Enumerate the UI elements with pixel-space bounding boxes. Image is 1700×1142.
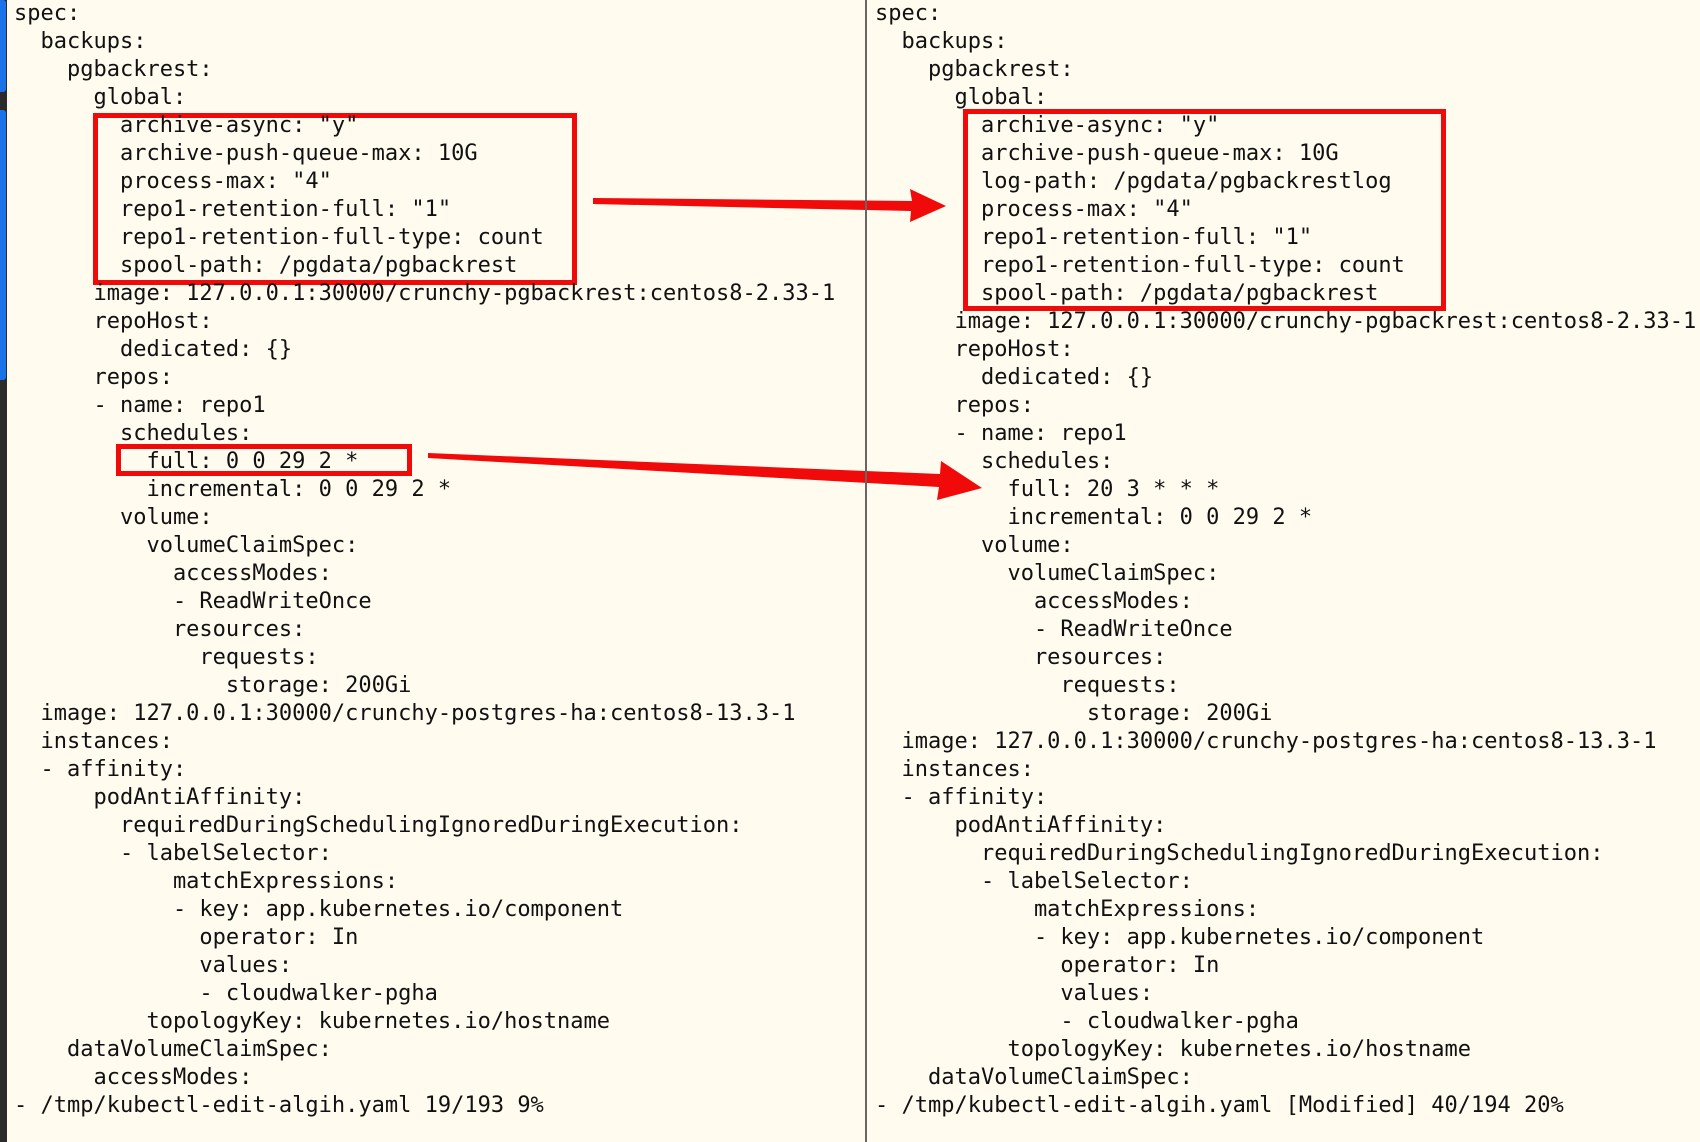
code-line: full: 20 3 * * * [875, 477, 1220, 502]
code-line: resources: [875, 645, 1167, 670]
code-line: topologyKey: kubernetes.io/hostname [14, 1009, 611, 1034]
annotation-box-right-global [963, 109, 1446, 311]
code-line: archive-async: "y" [875, 113, 1220, 138]
window-edge-strip [0, 0, 7, 1142]
code-line: - key: app.kubernetes.io/component [875, 925, 1485, 950]
code-line: spool-path: /pgdata/pgbackrest [14, 253, 518, 278]
arrow-global [593, 189, 946, 222]
code-line: backups: [875, 29, 1008, 54]
code-line: requests: [14, 645, 319, 670]
code-line: topologyKey: kubernetes.io/hostname [875, 1037, 1472, 1062]
code-line: - cloudwalker-pgha [14, 981, 438, 1006]
code-line: spec: [875, 1, 942, 26]
code-line: storage: 200Gi [14, 673, 412, 698]
code-line: values: [14, 953, 293, 978]
code-line: - labelSelector: [14, 841, 332, 866]
code-line: podAntiAffinity: [14, 785, 306, 810]
code-line: volumeClaimSpec: [875, 561, 1220, 586]
code-line: accessModes: [14, 1065, 253, 1090]
code-line: repo1-retention-full-type: count [875, 253, 1405, 278]
code-line: repo1-retention-full: "1" [14, 197, 452, 222]
code-line: - affinity: [875, 785, 1048, 810]
code-line: full: 0 0 29 2 * [14, 449, 359, 474]
code-line: resources: [14, 617, 306, 642]
code-line: spool-path: /pgdata/pgbackrest [875, 281, 1379, 306]
code-line: dataVolumeClaimSpec: [14, 1037, 332, 1062]
code-line: schedules: [14, 421, 253, 446]
code-line: repo1-retention-full: "1" [875, 225, 1313, 250]
code-line: volume: [14, 505, 213, 530]
annotation-box-left-full-schedule [116, 444, 412, 476]
code-line: dedicated: {} [875, 365, 1154, 390]
code-line: instances: [14, 729, 173, 754]
code-line: image: 127.0.0.1:30000/crunchy-pgbackres… [14, 281, 836, 306]
code-line: storage: 200Gi [875, 701, 1273, 726]
pager-status-line: - /tmp/kubectl-edit-algih.yaml 19/193 9% [14, 1093, 544, 1118]
code-line: incremental: 0 0 29 2 * [875, 505, 1313, 530]
code-line: archive-push-queue-max: 10G [14, 141, 478, 166]
code-line: podAntiAffinity: [875, 813, 1167, 838]
code-line: - labelSelector: [875, 869, 1193, 894]
code-line: - key: app.kubernetes.io/component [14, 897, 624, 922]
code-line: repoHost: [14, 309, 213, 334]
code-line: accessModes: [14, 561, 332, 586]
code-line: accessModes: [875, 589, 1193, 614]
code-line: dedicated: {} [14, 337, 293, 362]
code-line: archive-push-queue-max: 10G [875, 141, 1339, 166]
code-line: operator: In [875, 953, 1220, 978]
code-line: process-max: "4" [875, 197, 1193, 222]
code-line: instances: [875, 757, 1034, 782]
code-line: - name: repo1 [14, 393, 266, 418]
code-line: matchExpressions: [14, 869, 399, 894]
code-line: requiredDuringSchedulingIgnoredDuringExe… [875, 841, 1604, 866]
code-line: global: [875, 85, 1048, 110]
code-line: values: [875, 981, 1154, 1006]
window-edge-segment [0, 0, 6, 92]
code-line: - name: repo1 [875, 421, 1127, 446]
right-editor-pane[interactable]: spec: backups: pgbackrest: global: archi… [875, 0, 1700, 1142]
code-line: schedules: [875, 449, 1114, 474]
code-line: requests: [875, 673, 1180, 698]
code-line: volume: [875, 533, 1074, 558]
code-line: repos: [14, 365, 173, 390]
code-line: pgbackrest: [875, 57, 1074, 82]
arrow-full-schedule [428, 453, 982, 500]
code-line: spec: [14, 1, 81, 26]
code-line: backups: [14, 29, 147, 54]
code-line: archive-async: "y" [14, 113, 359, 138]
left-editor-pane[interactable]: spec: backups: pgbackrest: global: archi… [14, 0, 854, 1142]
code-line: image: 127.0.0.1:30000/crunchy-pgbackres… [875, 309, 1697, 334]
code-line: repo1-retention-full-type: count [14, 225, 544, 250]
pane-divider[interactable] [865, 0, 867, 1142]
code-line: requiredDuringSchedulingIgnoredDuringExe… [14, 813, 743, 838]
code-line: global: [14, 85, 187, 110]
code-line: repos: [875, 393, 1034, 418]
code-line: dataVolumeClaimSpec: [875, 1065, 1193, 1090]
code-line: - affinity: [14, 757, 187, 782]
code-line: repoHost: [875, 337, 1074, 362]
code-line: image: 127.0.0.1:30000/crunchy-postgres-… [875, 729, 1657, 754]
code-line: incremental: 0 0 29 2 * [14, 477, 452, 502]
code-line: - cloudwalker-pgha [875, 1009, 1299, 1034]
code-line: process-max: "4" [14, 169, 332, 194]
code-line: pgbackrest: [14, 57, 213, 82]
pager-status-line: - /tmp/kubectl-edit-algih.yaml [Modified… [875, 1093, 1564, 1118]
code-line: log-path: /pgdata/pgbackrestlog [875, 169, 1392, 194]
code-line: - ReadWriteOnce [875, 617, 1233, 642]
code-line: volumeClaimSpec: [14, 533, 359, 558]
code-line: - ReadWriteOnce [14, 589, 372, 614]
code-line: operator: In [14, 925, 359, 950]
window-edge-segment [0, 110, 6, 380]
annotation-box-left-global [93, 113, 577, 285]
code-line: matchExpressions: [875, 897, 1260, 922]
code-line: image: 127.0.0.1:30000/crunchy-postgres-… [14, 701, 796, 726]
